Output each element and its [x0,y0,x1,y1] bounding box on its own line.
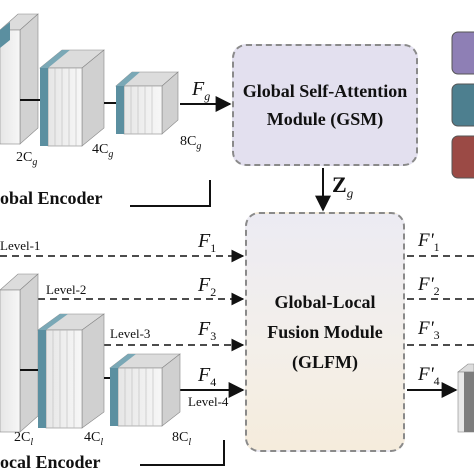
glfm-title-line-2: Fusion Module [267,322,383,342]
global-block-1 [0,13,39,145]
local-channel-label-2: 4Cl [84,430,104,448]
global-encoder-blocks [0,13,179,147]
glfm-title-line-1: Global-Local [274,292,376,312]
level-3-label: Level-3 [110,326,151,341]
f4-prime-label: F'4 [418,364,440,388]
level-4-label: Level-4 [188,394,229,409]
global-block-2 [39,49,105,147]
global-channel-label-3: 8Cg [180,134,202,152]
zg-label: Zg [332,172,354,201]
glfm-title-line-3: (GLFM) [292,352,358,372]
local-block-1 [0,273,39,433]
output-block [457,363,474,433]
f3-label: F3 [198,318,217,343]
f2-prime-label: F'2 [418,274,440,298]
f1-label: F1 [198,230,217,255]
gsm-title-line-1: Global Self-Attention [242,81,408,101]
fg-label: Fg [192,78,211,103]
local-block-2 [37,313,105,429]
local-block-3 [109,353,181,427]
global-channel-label-1: 2Cg [16,150,38,168]
legend-swatch-1 [451,31,474,75]
local-encoder-blocks [0,273,181,433]
f1-prime-label: F'1 [418,230,440,254]
f2-label: F2 [198,274,217,299]
gsm-title-line-2: Module (GSM) [266,109,384,129]
local-channel-label-1: 2Cl [14,430,34,448]
f4-label: F4 [198,364,217,389]
glfm-module: Global-Local Fusion Module (GLFM) [245,212,405,452]
f3-prime-label: F'3 [418,318,440,342]
legend [451,31,474,179]
global-channel-label-2: 4Cg [92,142,114,160]
level-1-label: Level-1 [0,238,41,253]
local-channel-label-3: 8Cl [172,430,192,448]
global-encoder-title: obal Encoder [0,188,103,208]
global-block-3 [115,71,179,135]
legend-swatch-2 [451,83,474,127]
local-encoder-title: ocal Encoder [0,452,101,472]
level-2-label: Level-2 [46,282,87,297]
gsm-module: Global Self-Attention Module (GSM) [232,44,418,166]
legend-swatch-3 [451,135,474,179]
